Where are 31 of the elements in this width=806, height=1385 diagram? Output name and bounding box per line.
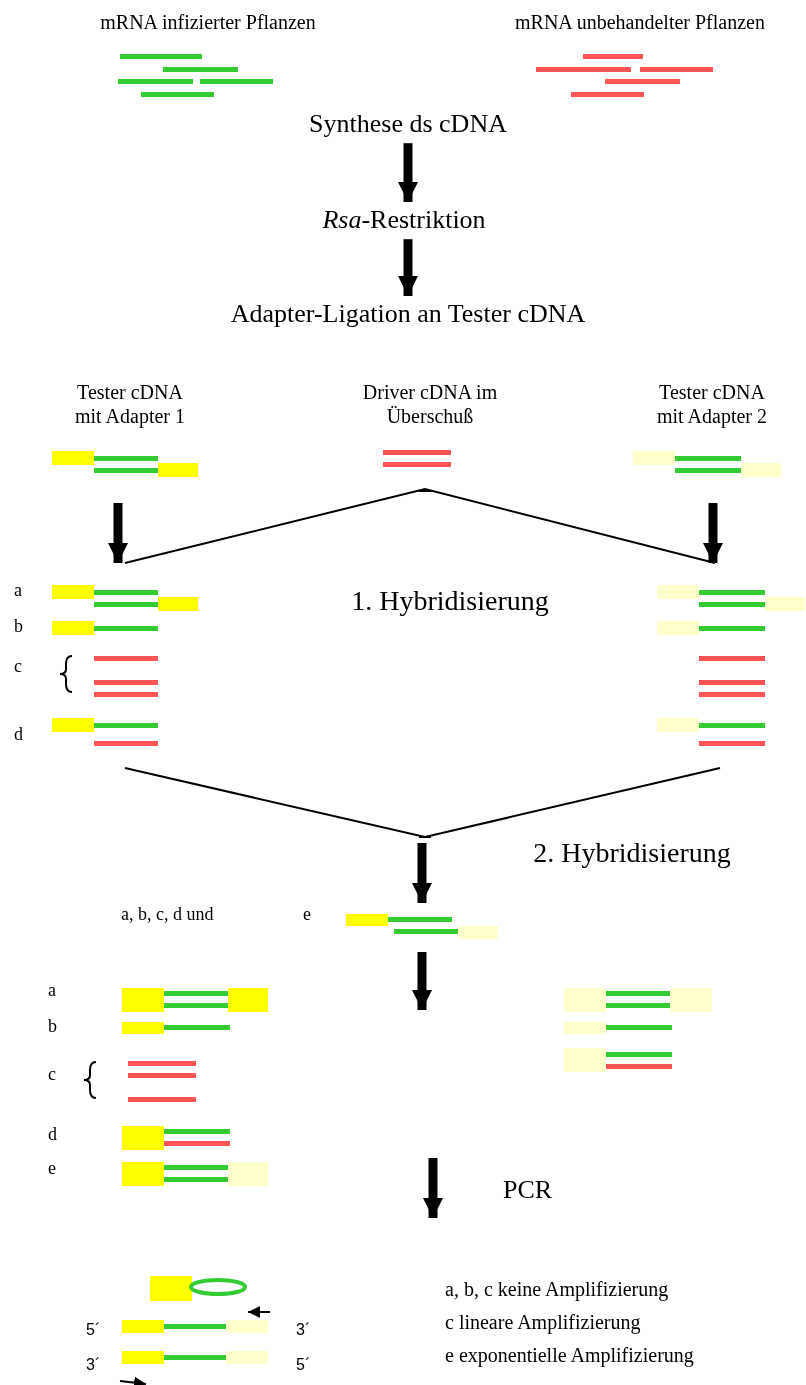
caption-text: mRNA infizierter Pflanzen [100,10,316,34]
step-label: Rsa-Restriktion [322,204,486,236]
row-letter: d [48,1124,57,1146]
caption-text: mRNA unbehandelter Pflanzen [515,10,765,34]
caption-text: Tester cDNA mit Adapter 2 [656,380,768,428]
row-letter: c [14,656,22,678]
step-heading: 1. Hybridisierung [351,584,549,618]
row-letter: 3´ [86,1355,101,1375]
row-letter: e [303,904,311,926]
caption-text: Driver cDNA im Überschuß [362,380,498,428]
row-letter: b [48,1016,57,1038]
row-letter: b [14,616,23,638]
step-heading: 2. Hybridisierung [533,836,731,870]
row-letter: a [14,580,22,602]
row-letter: e [48,1158,56,1180]
caption-text: e exponentielle Amplifizierung [445,1343,694,1367]
row-letter: a [48,980,56,1002]
row-letter: 5´ [86,1320,101,1340]
caption-text: c lineare Amplifizierung [445,1310,641,1334]
row-letter: 3´ [296,1320,311,1340]
caption-text: a, b, c keine Amplifizierung [445,1277,669,1301]
row-letter: 5´ [296,1355,311,1375]
step-label: Adapter-Ligation an Tester cDNA [230,298,586,330]
arrow [398,239,418,296]
arrow [398,143,418,202]
row-letter: d [14,724,23,746]
step-label: Synthese ds cDNA [309,108,507,140]
row-letter: c [48,1064,56,1086]
step-heading: PCR [503,1174,553,1206]
row-letter: a, b, c, d und [121,904,214,926]
caption-text: Tester cDNA mit Adapter 1 [74,380,186,428]
